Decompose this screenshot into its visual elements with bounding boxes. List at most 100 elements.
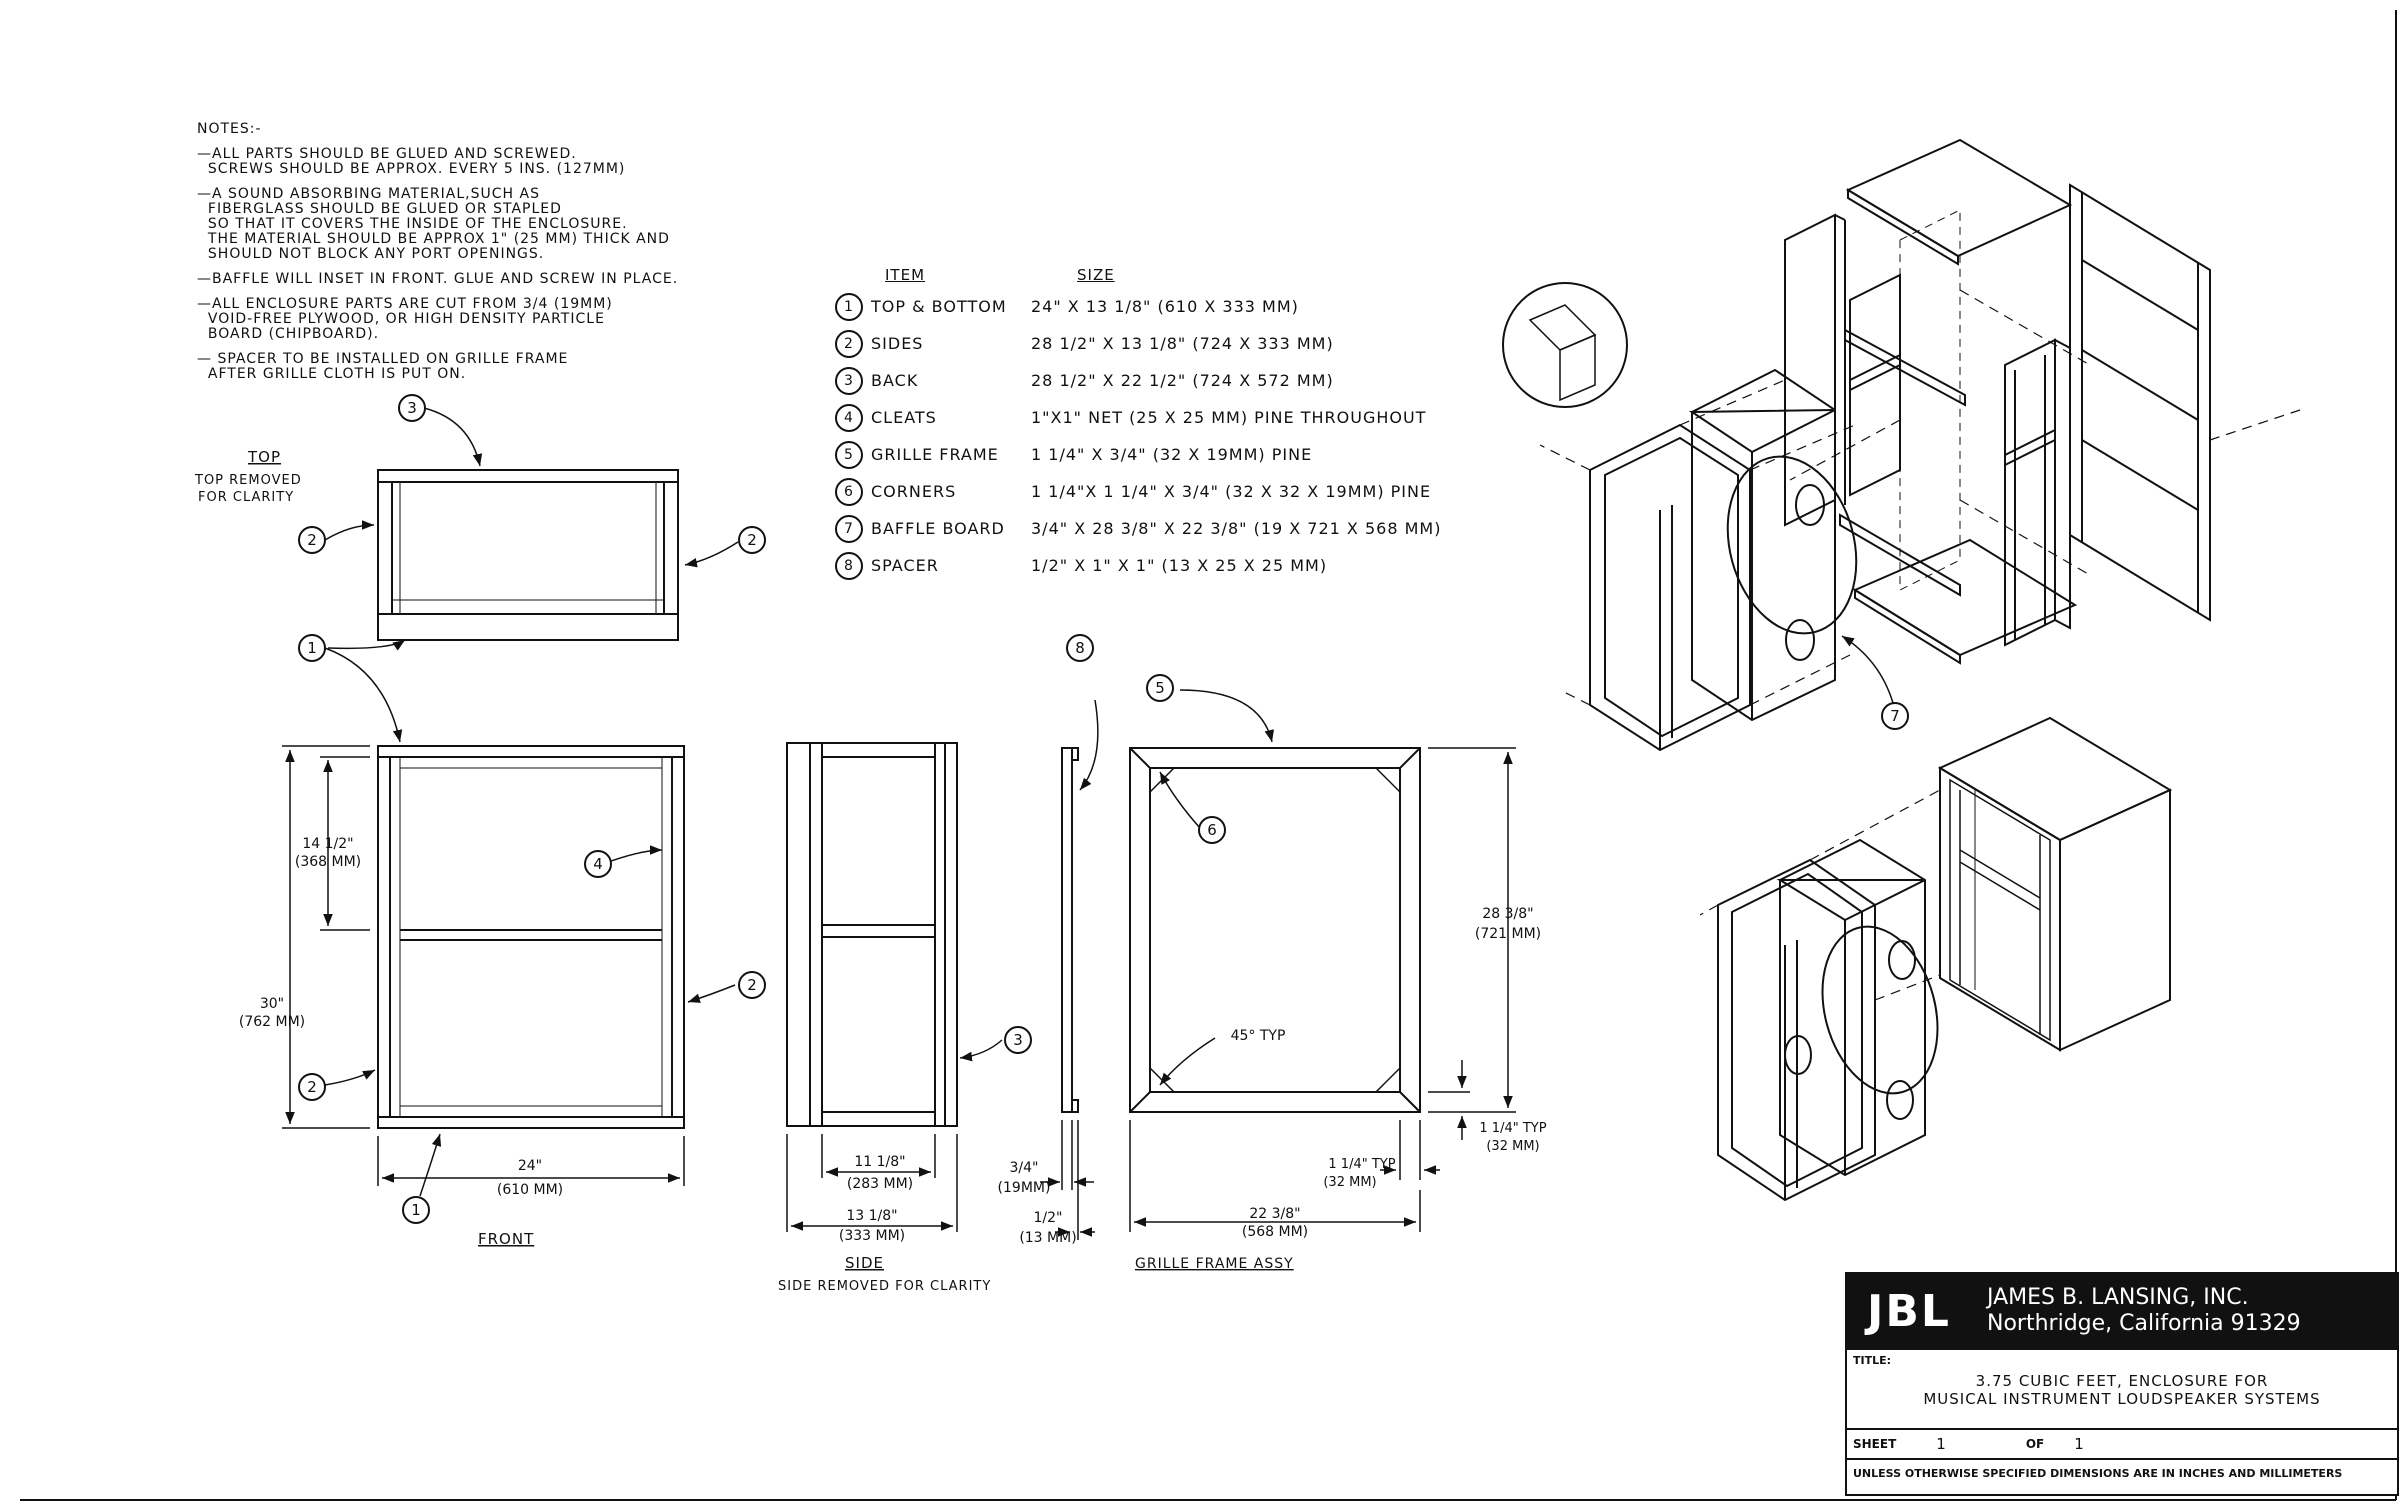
- part-size: 24" X 13 1/8" (610 X 333 MM): [1031, 297, 1299, 316]
- dim-label: 11 1/8": [854, 1154, 905, 1170]
- dim-label: (368 MM): [295, 854, 361, 870]
- callout-bubble: [584, 850, 612, 878]
- callout-number: 7: [1890, 707, 1900, 725]
- part-name: TOP & BOTTOM: [871, 297, 1007, 316]
- dim-label: (333 MM): [839, 1228, 905, 1244]
- callout-bubble: [1146, 674, 1174, 702]
- grille-edge-view: [1061, 747, 1079, 1113]
- title-label: TITLE:: [1853, 1354, 1892, 1367]
- dim-label: (32 MM): [1323, 1175, 1376, 1190]
- part-number: 7: [835, 514, 863, 543]
- sheet-label: SHEET: [1853, 1437, 1897, 1451]
- assembled-isometric-view: [1717, 716, 2173, 1202]
- grille-view-title: GRILLE FRAME ASSY: [1135, 1256, 1294, 1272]
- note-line: —ALL ENCLOSURE PARTS ARE CUT FROM 3/4 (1…: [197, 296, 613, 312]
- callout-bubble: [738, 526, 766, 554]
- front-view-title: FRONT: [478, 1230, 534, 1248]
- part-number: 1: [835, 292, 863, 321]
- part-number: 8: [835, 551, 863, 580]
- callout-number: 3: [1013, 1031, 1023, 1049]
- title-block-header: JBL JAMES B. LANSING, INC. Northridge, C…: [1847, 1274, 2397, 1348]
- dim-label: 30": [260, 996, 284, 1012]
- sheet-row: SHEET 1 OF 1: [1847, 1428, 2397, 1458]
- dim-label: (762 MM): [239, 1014, 305, 1030]
- part-number: 6: [835, 477, 863, 506]
- callout-bubble: [298, 526, 326, 554]
- explode-guides: [1539, 289, 2301, 706]
- drawing-title-line: 3.75 CUBIC FEET, ENCLOSURE FOR: [1975, 1372, 2269, 1390]
- sheet-border: [20, 10, 2397, 1501]
- of-label: OF: [2025, 1437, 2045, 1451]
- callout-leaders: [324, 407, 1894, 1197]
- note-line: FIBERGLASS SHOULD BE GLUED OR STAPLED: [197, 201, 562, 217]
- part-name: SPACER: [871, 556, 939, 575]
- part-size: 1/2" X 1" X 1" (13 X 25 X 25 MM): [1031, 556, 1328, 575]
- callout-number: 4: [593, 855, 603, 873]
- assembled-guides: [1699, 789, 1941, 1001]
- title-block: JBL JAMES B. LANSING, INC. Northridge, C…: [1845, 1272, 2399, 1496]
- callout-bubble: [1198, 816, 1226, 844]
- parts-table-header: ITEM SIZE: [835, 262, 1441, 288]
- dim-label: 24": [518, 1158, 542, 1174]
- callout-number: 6: [1207, 821, 1217, 839]
- callout-number: 2: [747, 531, 757, 549]
- note-line: VOID-FREE PLYWOOD, OR HIGH DENSITY PARTI…: [197, 311, 605, 327]
- dim-label: 3/4": [1010, 1160, 1039, 1176]
- note-line: SO THAT IT COVERS THE INSIDE OF THE ENCL…: [197, 216, 628, 232]
- callout-number: 8: [1075, 639, 1085, 657]
- part-size: 1"X1" NET (25 X 25 MM) PINE THROUGHOUT: [1031, 408, 1427, 427]
- callout-number: 1: [411, 1201, 421, 1219]
- callout-number: 1: [307, 639, 317, 657]
- note-line: — SPACER TO BE INSTALLED ON GRILLE FRAME: [197, 351, 569, 367]
- top-view: [377, 469, 679, 641]
- part-size: 3/4" X 28 3/8" X 22 3/8" (19 X 721 X 568…: [1031, 519, 1442, 538]
- callout-bubble: [738, 971, 766, 999]
- part-row: 7 BAFFLE BOARD 3/4" X 28 3/8" X 22 3/8" (1…: [835, 510, 1441, 547]
- notes-heading: NOTES:-: [197, 121, 262, 137]
- part-name: CLEATS: [871, 408, 937, 427]
- part-size: 1 1/4" X 3/4" (32 X 19MM) PINE: [1031, 445, 1313, 464]
- dim-label: 14 1/2": [302, 836, 353, 852]
- note-line: THE MATERIAL SHOULD BE APPROX 1" (25 MM)…: [197, 231, 670, 247]
- front-view: [377, 745, 685, 1129]
- part-name: GRILLE FRAME: [871, 445, 999, 464]
- part-number: 5: [835, 440, 863, 469]
- callout-number: 5: [1155, 679, 1165, 697]
- note-line: SHOULD NOT BLOCK ANY PORT OPENINGS.: [197, 246, 545, 262]
- part-name: BAFFLE BOARD: [871, 519, 1005, 538]
- dim-label: 1/2": [1034, 1210, 1063, 1226]
- part-name: SIDES: [871, 334, 924, 353]
- drawing-title: 3.75 CUBIC FEET, ENCLOSURE FOR MUSICAL I…: [1847, 1350, 2397, 1428]
- part-name: CORNERS: [871, 482, 957, 501]
- dim-label: 28 3/8": [1482, 906, 1533, 922]
- part-row: 4 CLEATS 1"X1" NET (25 X 25 MM) PINE THROU…: [835, 399, 1441, 436]
- dim-label: (610 MM): [497, 1182, 563, 1198]
- dimension-text: 30" (762 MM) 14 1/2" (368 MM) 24" (610 M…: [239, 836, 1547, 1246]
- part-number: 3: [835, 366, 863, 395]
- sheet-total: 1: [2074, 1435, 2084, 1453]
- part-row: 8 SPACER 1/2" X 1" X 1" (13 X 25 X 25 MM): [835, 547, 1441, 584]
- callout-number: 3: [407, 399, 417, 417]
- notes-block: NOTES:- —ALL PARTS SHOULD BE GLUED AND S…: [197, 122, 757, 392]
- parts-table: ITEM SIZE 1 TOP & BOTTOM 24" X 13 1/8" (61…: [835, 262, 1441, 584]
- callout-bubble: [298, 634, 326, 662]
- dim-label: 22 3/8": [1249, 1206, 1300, 1222]
- dim-label: 1 1/4" TYP: [1328, 1157, 1395, 1172]
- note-line: —ALL PARTS SHOULD BE GLUED AND SCREWED.: [197, 146, 577, 162]
- exploded-isometric-view: [1502, 138, 2211, 752]
- dim-label: (32 MM): [1486, 1139, 1539, 1154]
- company-address: Northridge, California 91329: [1987, 1311, 2301, 1336]
- dim-label: (19MM): [998, 1180, 1051, 1196]
- callout-bubble: [398, 394, 426, 422]
- size-header: SIZE: [1077, 266, 1115, 284]
- side-view: [786, 742, 958, 1127]
- part-name: BACK: [871, 371, 919, 390]
- drawing-title-line: MUSICAL INSTRUMENT LOUDSPEAKER SYSTEMS: [1923, 1390, 2321, 1408]
- note-line: AFTER GRILLE CLOTH IS PUT ON.: [197, 366, 467, 382]
- company-info: JAMES B. LANSING, INC. Northridge, Calif…: [1987, 1285, 2301, 1337]
- item-header: ITEM: [885, 266, 926, 284]
- part-number: 4: [835, 403, 863, 432]
- top-view-note: TOP REMOVED: [194, 473, 302, 488]
